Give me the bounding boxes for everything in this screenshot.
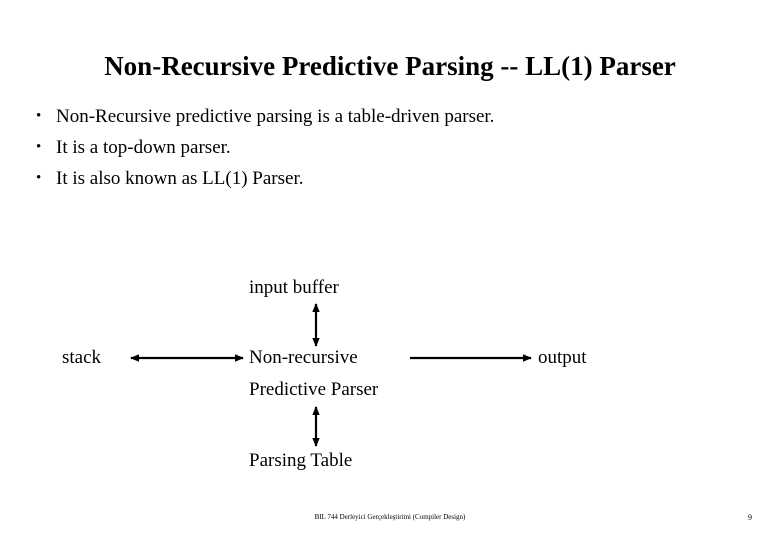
list-item: • It is also known as LL(1) Parser. (30, 163, 730, 194)
footer-page-number: 9 (748, 513, 752, 522)
diagram-node-stack: stack (62, 347, 102, 368)
list-item-label: It is also known as LL(1) Parser. (56, 168, 304, 189)
diagram-node-parser: Non-recursive Predictive Parser (249, 346, 378, 401)
list-item: • Non-Recursive predictive parsing is a … (30, 101, 730, 132)
bullet-icon: • (36, 170, 42, 186)
page-title: Non-Recursive Predictive Parsing -- LL(1… (104, 51, 676, 82)
list-item-label: It is a top-down parser. (56, 137, 231, 158)
bullet-icon: • (36, 108, 42, 124)
list-item-label: Non-Recursive predictive parsing is a ta… (56, 106, 495, 127)
diagram-node-parser-line1: Non-recursive (249, 347, 358, 368)
footer-course-note: BIL 744 Derleyici Gerçekleştirimi (Compi… (314, 513, 466, 521)
bullet-icon: • (36, 139, 42, 155)
diagram-node-parsing-table: Parsing Table (249, 450, 353, 471)
diagram-node-output: output (538, 347, 587, 368)
diagram-node-parser-line2: Predictive Parser (249, 379, 379, 400)
diagram-node-input-buffer: input buffer (249, 277, 339, 298)
list-item: • It is a top-down parser. (30, 132, 730, 163)
bullet-list: • Non-Recursive predictive parsing is a … (30, 101, 730, 194)
